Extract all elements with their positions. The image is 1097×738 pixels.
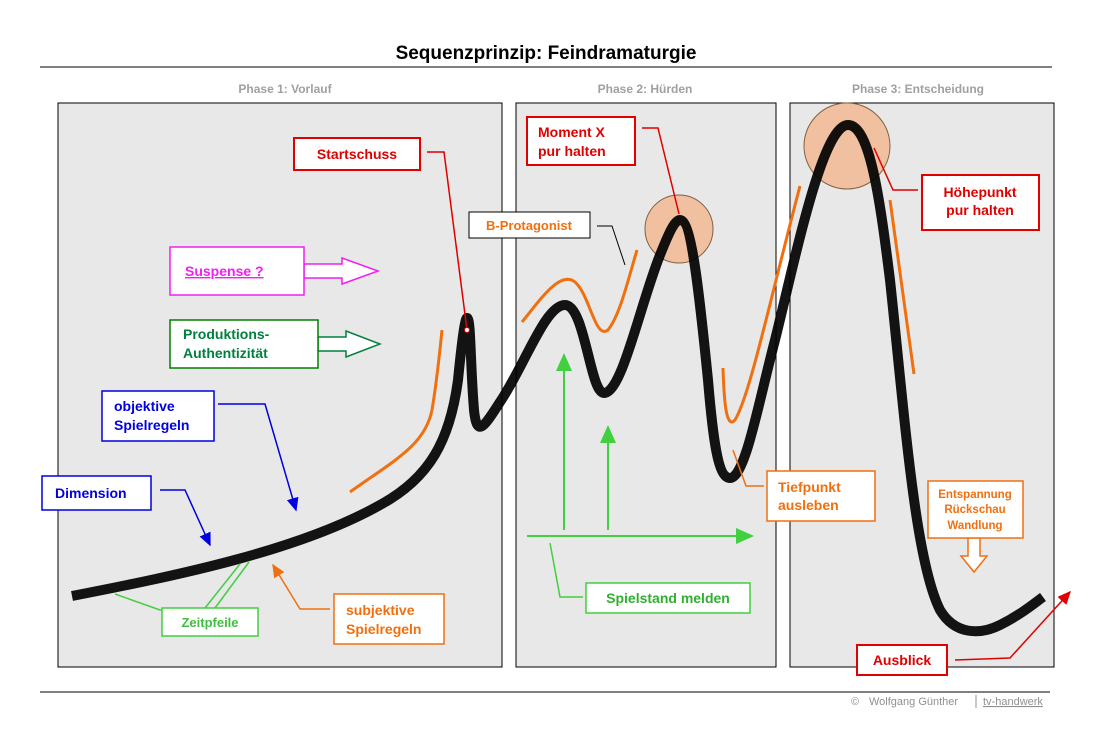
copyright-symbol: © bbox=[851, 696, 859, 708]
spielstand-box: Spielstand melden bbox=[585, 582, 751, 614]
moment-x-box: Moment X pur halten bbox=[526, 116, 636, 166]
main-dramaturgy-curve bbox=[71, 120, 1046, 637]
page-title: Sequenzprinzip: Feindramaturgie bbox=[396, 43, 697, 64]
phase-3-label: Phase 3: Entscheidung bbox=[852, 82, 984, 96]
spielstand-connector bbox=[549, 542, 583, 598]
tiefpunkt-connector bbox=[732, 449, 764, 487]
dimension-box: Dimension bbox=[41, 475, 152, 511]
zeitpfeile-label: Zeitpfeile bbox=[181, 615, 238, 630]
phase-2-label: Phase 2: Hürden bbox=[598, 82, 693, 96]
subjektive-arrow bbox=[272, 563, 330, 610]
phase-2-panel bbox=[515, 102, 777, 668]
tiefpunkt-label-1: Tiefpunkt bbox=[778, 479, 841, 495]
entspannung-arrow bbox=[959, 537, 989, 574]
entspannung-box: Entspannung Rückschau Wandlung bbox=[927, 480, 1024, 539]
objektive-arrow bbox=[218, 403, 299, 512]
footer-author: Wolfgang Günther bbox=[869, 696, 958, 708]
hoehepunkt-connector bbox=[873, 147, 918, 191]
dimension-label: Dimension bbox=[55, 485, 127, 501]
startschuss-label: Startschuss bbox=[317, 146, 397, 162]
startschuss-point-icon bbox=[464, 327, 470, 333]
ausblick-label: Ausblick bbox=[873, 652, 932, 668]
produktion-label-1: Produktions- bbox=[183, 326, 270, 342]
b-protagonist-connector bbox=[597, 225, 626, 266]
footer-site: tv-handwerk bbox=[983, 696, 1043, 708]
b-protagonist-label: B-Protagonist bbox=[486, 218, 573, 233]
hoehepunkt-label-2: pur halten bbox=[946, 202, 1014, 218]
suspense-arrow bbox=[303, 256, 381, 286]
entspannung-label-2: Rückschau bbox=[944, 504, 1005, 516]
dimension-arrow bbox=[160, 489, 211, 547]
moment-x-connector bbox=[642, 127, 680, 215]
tiefpunkt-label-2: ausleben bbox=[778, 497, 839, 513]
phase-1-label: Phase 1: Vorlauf bbox=[238, 82, 332, 96]
objektive-label-2: Spielregeln bbox=[114, 417, 189, 433]
produktion-box: Produktions- Authentizität bbox=[169, 319, 319, 369]
hoehepunkt-box: Höhepunkt pur halten bbox=[921, 174, 1040, 231]
entspannung-label-3: Wandlung bbox=[947, 520, 1002, 532]
moment-x-label-2: pur halten bbox=[538, 143, 606, 159]
produktion-arrow bbox=[317, 329, 383, 359]
moment-x-label-1: Moment X bbox=[538, 124, 606, 140]
moment-x-circle bbox=[644, 194, 714, 264]
zeitpfeile-box: Zeitpfeile bbox=[161, 607, 259, 637]
ausblick-arrow bbox=[954, 590, 1072, 661]
startschuss-box: Startschuss bbox=[293, 137, 421, 171]
spielstand-label: Spielstand melden bbox=[606, 590, 730, 606]
hoehepunkt-label-1: Höhepunkt bbox=[943, 184, 1016, 200]
produktion-label-2: Authentizität bbox=[183, 345, 268, 361]
objektive-box: objektive Spielregeln bbox=[101, 390, 215, 442]
b-protagonist-box: B-Protagonist bbox=[468, 211, 591, 239]
entspannung-label-1: Entspannung bbox=[938, 489, 1011, 501]
subjektive-label-2: Spielregeln bbox=[346, 621, 421, 637]
subjektive-box: subjektive Spielregeln bbox=[333, 593, 445, 645]
tiefpunkt-box: Tiefpunkt ausleben bbox=[766, 470, 876, 522]
ausblick-box: Ausblick bbox=[856, 644, 948, 676]
footer-credit: © Wolfgang Günther tv-handwerk bbox=[851, 695, 1043, 708]
suspense-label: Suspense ? bbox=[185, 263, 264, 279]
objektive-label-1: objektive bbox=[114, 398, 175, 414]
subjektive-label-1: subjektive bbox=[346, 602, 415, 618]
startschuss-connector bbox=[427, 151, 468, 331]
suspense-box: Suspense ? bbox=[169, 246, 305, 296]
spielstand-arrows bbox=[527, 353, 754, 544]
b-protagonist-curves bbox=[349, 185, 916, 494]
